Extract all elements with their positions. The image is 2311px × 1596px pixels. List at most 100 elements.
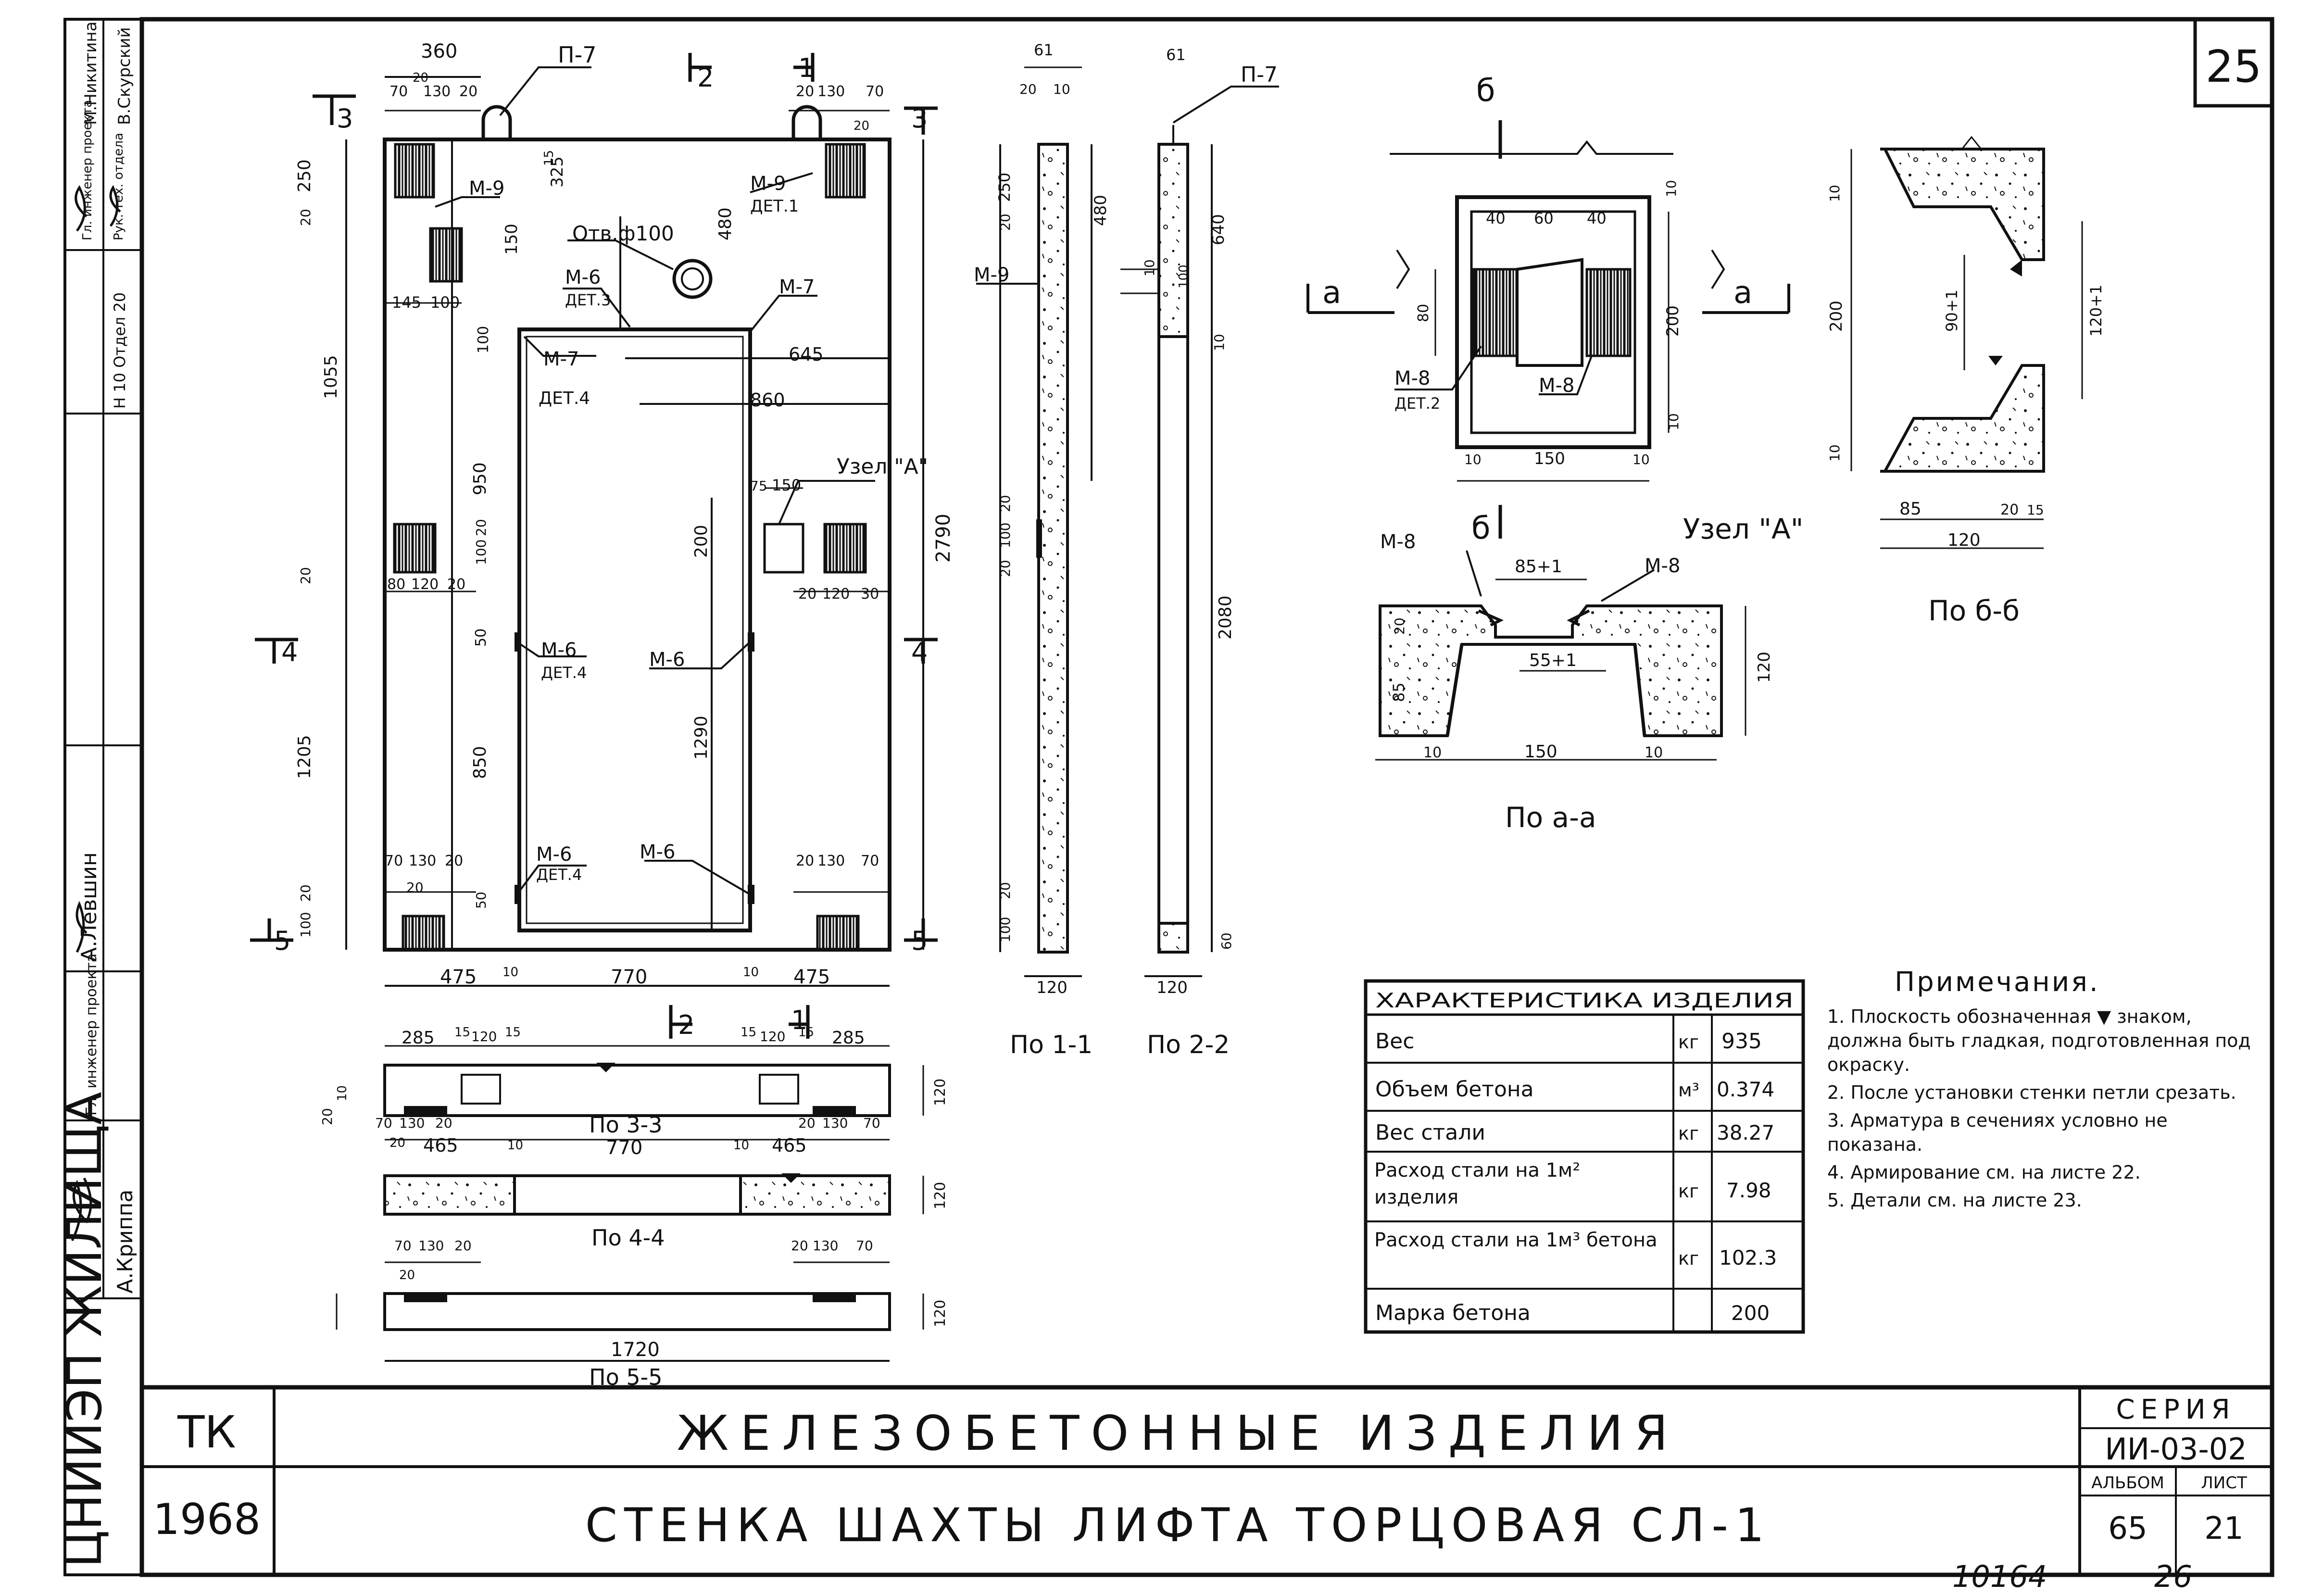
elevation-view [250,53,938,1039]
dim-b10: 10 [502,965,518,980]
s33-d10: 10 [335,1085,350,1101]
tb-series-label: СЕРИЯ [2116,1394,2236,1425]
tb-title: СТЕНКА ШАХТЫ ЛИФТА ТОРЦОВАЯ СЛ-1 [585,1498,1771,1552]
char-row-1-name: Объем бетона [1375,1077,1534,1102]
s22-caption: По 2-2 [1147,1030,1230,1059]
label-m6-mid-r: М-6 [649,649,685,671]
section-3-3 [383,1045,924,1141]
cut-2-top: 2 [697,63,714,93]
dim-h100: 100 [430,293,460,312]
char-row-0-value: 935 [1721,1029,1762,1054]
s33-d285: 285 [402,1028,435,1048]
dim-h645: 645 [789,344,824,365]
signature-marks [71,185,121,1242]
plan-d150: 150 [1534,449,1565,468]
bb-d120: 120+1 [2087,285,2105,337]
dim-top-130: 130 [423,83,451,100]
s33-d130b: 130 [822,1115,848,1131]
characteristics-table [1364,979,1805,1334]
plan-m8a-det: ДЕТ.2 [1394,394,1440,413]
label-m9b-det: ДЕТ.1 [750,197,799,216]
cut-3-right: 3 [911,103,928,134]
label-hole: Отв.ф100 [572,222,674,245]
dim-top-70: 70 [389,83,408,100]
dim-h120: 120 [411,576,439,593]
s22-p7: П-7 [1241,63,1278,87]
s22-d2080: 2080 [1216,595,1235,640]
dim-v20b: 20 [473,519,489,536]
node-a-view-b-top: б [1476,73,1495,109]
node-a-section-bb [1850,136,2083,549]
dim-v20c: 20 [298,567,314,584]
note-1: 1. Плоскость обозначенная ▼ знаком, долж… [1827,1006,2251,1075]
s11-d480: 480 [1091,195,1110,226]
signer-1-name: А.Криппа [113,1190,138,1294]
plan-d10: 10 [1663,180,1679,197]
plan-d10b: 10 [1666,413,1682,430]
sheet-number: 25 [2205,41,2261,92]
tb-series-value: ИИ-03-02 [2105,1432,2247,1467]
tb-org-short: ТК [177,1407,236,1458]
s22-d100: 100 [1177,264,1191,289]
tb-sheet-value: 21 [2204,1511,2243,1546]
bb-d85: 85 [1899,499,1922,519]
footer-code: 10164 [1952,1559,2047,1594]
s11-d250: 250 [995,173,1014,202]
dim-b10b: 10 [743,965,759,980]
aa-d120v: 120 [1755,652,1774,683]
node-a-title: Узел "А" [1683,513,1803,545]
label-m7-left: М-7 [543,348,579,370]
s55-d130b: 130 [813,1238,838,1254]
char-row-5-name: Марка бетона [1375,1301,1531,1325]
s33-d10c: 10 [733,1138,749,1153]
s55-d20c: 20 [399,1268,415,1282]
s11-d100: 100 [997,523,1013,548]
s33-d20d: 20 [798,1115,816,1131]
aa-d150: 150 [1524,742,1557,762]
plan-d60: 60 [1534,209,1554,227]
dim-v100c: 100 [298,912,314,938]
s44-caption: По 4-4 [591,1225,665,1251]
dim-top-r70: 70 [866,83,884,100]
aa-d55: 55+1 [1529,651,1577,670]
char-row-4-value: 102.3 [1719,1246,1777,1269]
s33-d770: 770 [606,1137,642,1159]
char-header: ХАРАКТЕРИСТИКА ИЗДЕЛИЯ [1375,989,1794,1012]
s55-d1720: 1720 [611,1339,660,1361]
s11-d61: 61 [1034,41,1054,59]
s44-d120v: 120 [932,1182,949,1209]
aa-d85v: 85 [1390,682,1408,702]
cut-4-right: 4 [911,637,928,667]
notes-title: Примечания. [1895,967,2100,998]
dim-v950: 950 [470,462,490,495]
dim-b20: 20 [445,853,463,869]
s11-caption: По 1-1 [1010,1030,1093,1059]
s33-d465: 465 [423,1135,458,1156]
cut-4-left: 4 [281,637,298,667]
s11-d20c: 20 [997,495,1013,512]
section-2-2 [1120,86,1279,977]
dim-v20d: 20 [298,884,314,902]
dim-top-r20b: 20 [854,119,869,133]
aa-d10b: 10 [1645,744,1663,761]
dim-v100: 100 [475,326,492,353]
plan-m8b: М-8 [1539,375,1574,397]
s55-d20b: 20 [791,1238,808,1254]
signer-3-name: М.Никитина [81,22,100,125]
s33-d120b: 120 [760,1029,785,1044]
char-row-1-value: 0.374 [1717,1078,1774,1101]
char-row-1-unit: м³ [1678,1080,1699,1101]
dim-b770: 770 [611,966,647,988]
bb-d15: 15 [2027,502,2044,518]
char-row-2-value: 38.27 [1717,1121,1774,1144]
tb-sheet-label: ЛИСТ [2201,1473,2247,1493]
dim-h145: 145 [392,293,421,312]
bb-d10: 10 [1827,185,1843,202]
dim-v325: 325 [548,156,567,188]
dim-top-20: 20 [413,71,428,85]
s33-d120v: 120 [932,1079,949,1106]
dim-h860: 860 [750,390,785,411]
s33-d130: 130 [399,1115,425,1131]
s33-d70b: 70 [863,1115,880,1131]
